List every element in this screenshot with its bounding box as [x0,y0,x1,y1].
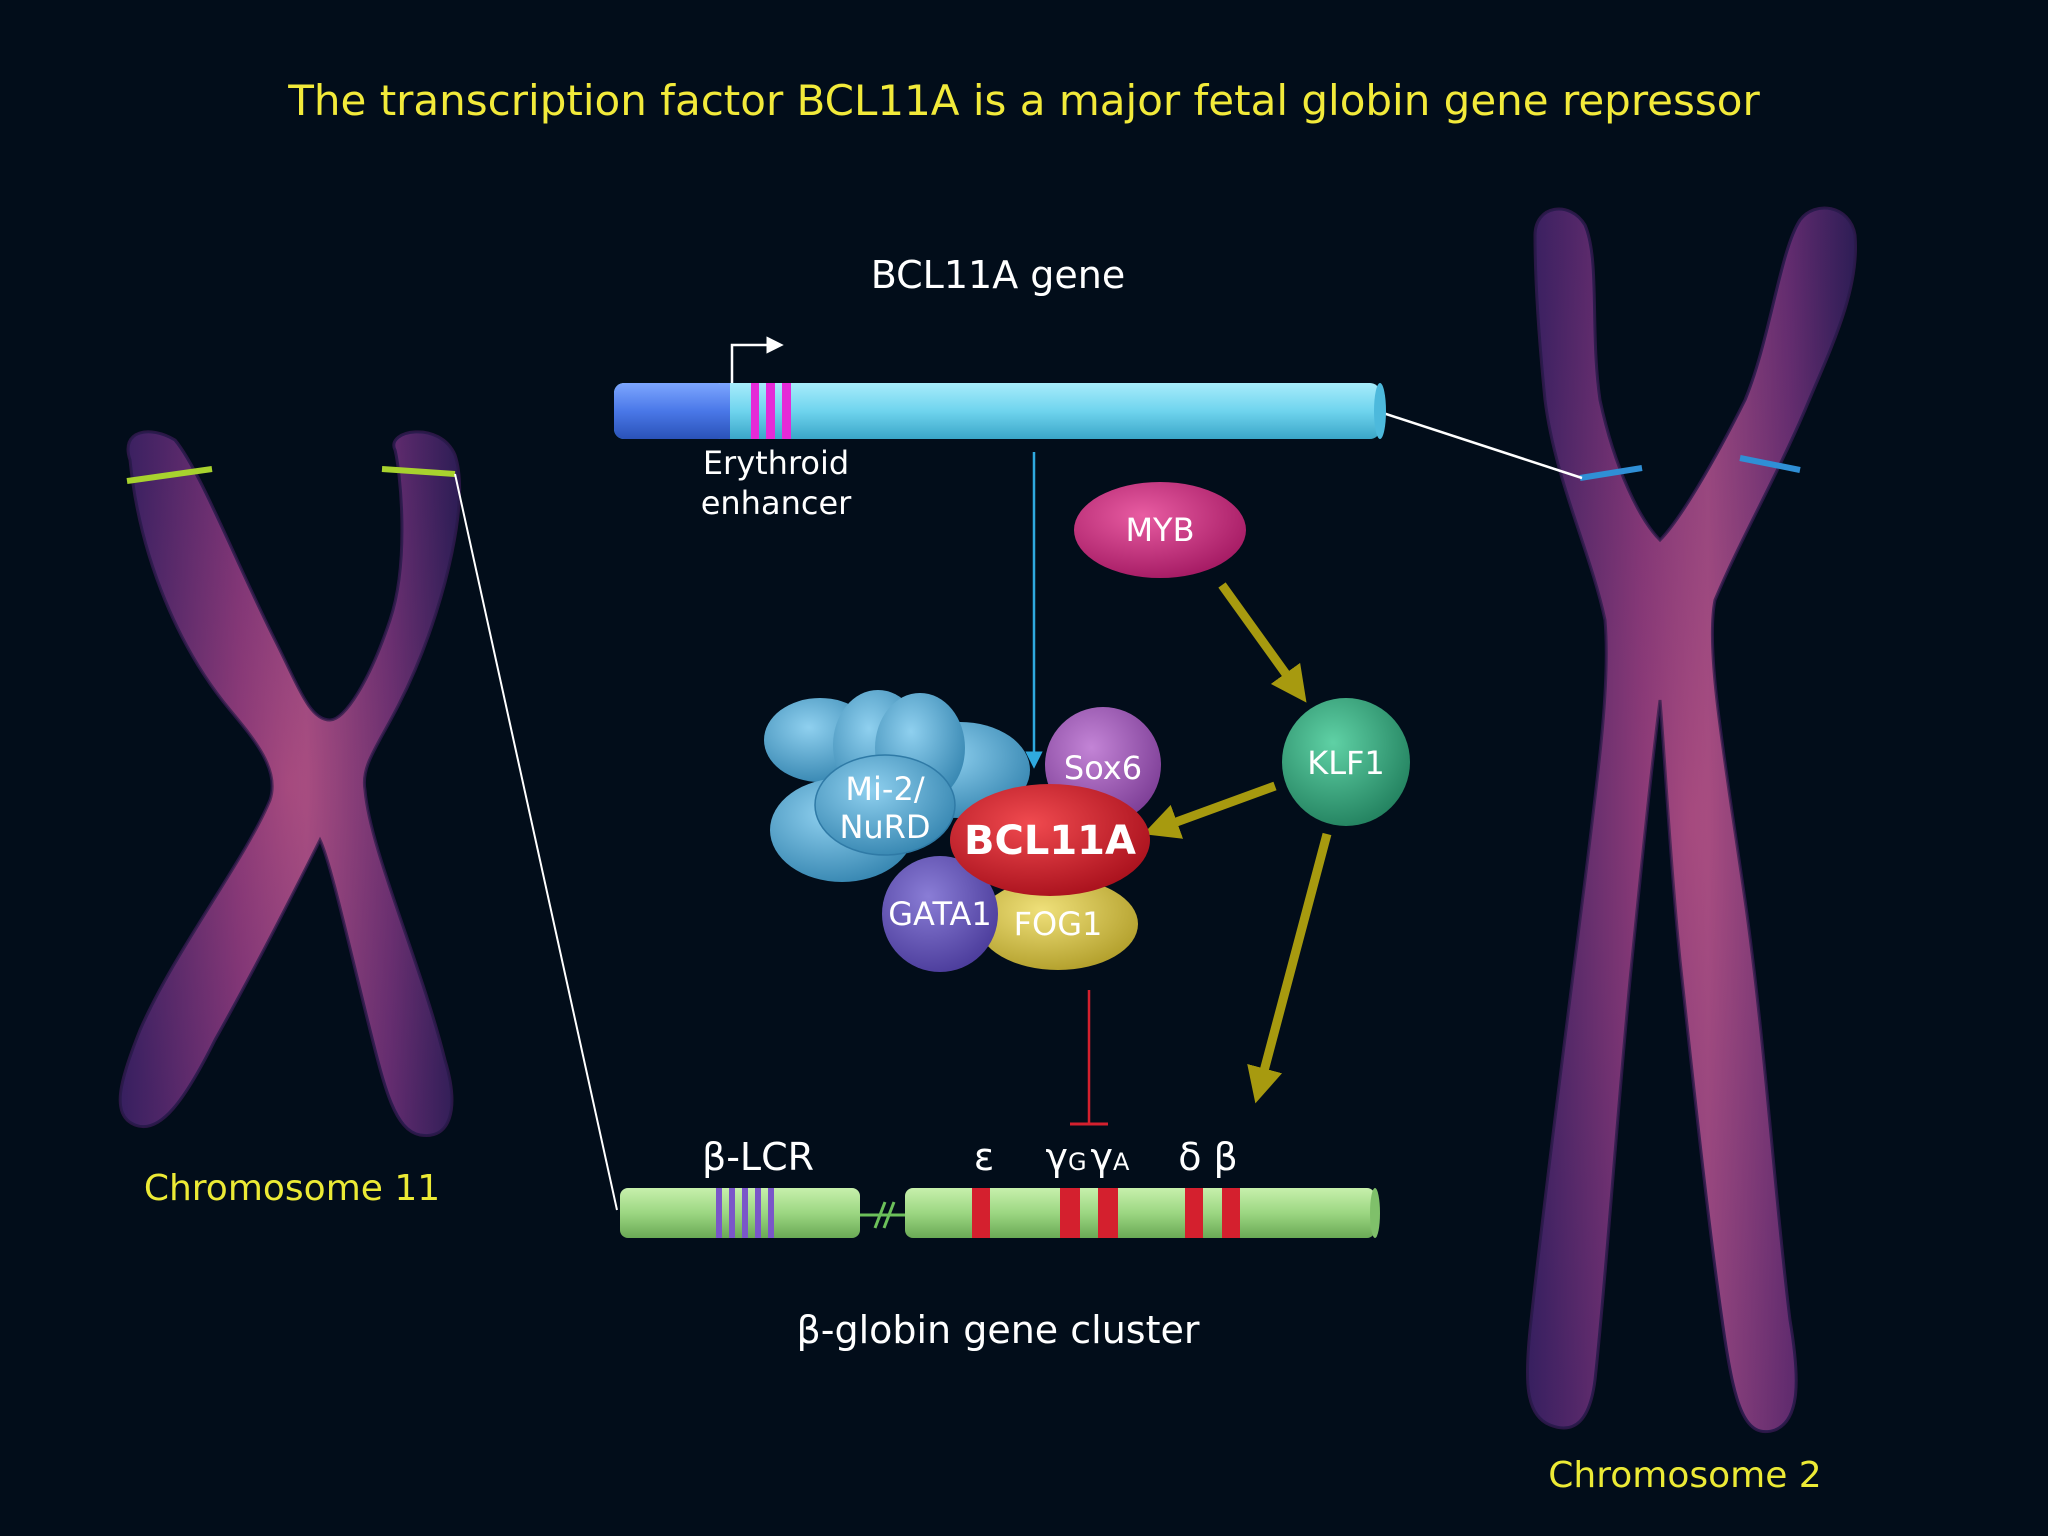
diagram-title: The transcription factor BCL11A is a maj… [287,76,1760,125]
gene-band-gamma-g [1060,1188,1080,1238]
enhancer-band-2 [766,383,775,439]
chromosome-11 [118,430,461,1138]
arrow-klf1-to-bcl11a [1143,781,1277,839]
cluster-break-mark [860,1201,905,1229]
node-fog1: FOG1 [978,878,1138,970]
label-gamma-g-symbol: γ [1045,1135,1068,1179]
enhancer-label-line1: Erythroid [703,444,849,482]
enhancer-band-1 [751,383,759,439]
label-gamma-g-sub: G [1068,1148,1087,1176]
gene-band-gamma-a [1098,1188,1118,1238]
connector-chr2-to-gene [1379,410,1583,480]
label-delta-beta: δ β [1178,1135,1238,1179]
enhancer-band-3 [782,383,791,439]
node-sox6-label: Sox6 [1064,749,1142,787]
enhancer-label-line2: enhancer [701,484,852,522]
chr11-band-right [381,466,456,477]
node-gata1: GATA1 [882,856,998,972]
node-myb: MYB [1074,482,1246,578]
node-nurd-label-line2: NuRD [839,808,930,846]
label-epsilon: ε [974,1135,995,1179]
beta-globin-cluster-label: β-globin gene cluster [796,1308,1199,1352]
node-bcl11a-label: BCL11A [964,818,1136,864]
chromosome-2 [1525,206,1858,1434]
chr2-band-right [1739,455,1801,473]
gene-band-epsilon [972,1188,990,1238]
bcl11a-gene-bar [614,383,1386,439]
arrow-klf1-to-globin [1247,832,1332,1104]
node-nurd-complex: Mi-2/ NuRD [764,690,1030,882]
lcr-band-2 [729,1188,735,1238]
chr11-band-left [126,466,213,484]
label-gamma-a-symbol: γ [1091,1135,1114,1179]
label-gamma-a: γA [1091,1135,1131,1179]
chromosome-2-label: Chromosome 2 [1548,1455,1821,1496]
connector-chr11-to-cluster [454,473,618,1211]
node-fog1-label: FOG1 [1014,905,1103,943]
node-nurd-label-line1: Mi-2/ [845,770,924,808]
lcr-band-1 [716,1188,722,1238]
node-klf1-label: KLF1 [1307,744,1385,782]
node-klf1: KLF1 [1282,698,1410,826]
lcr-band-3 [742,1188,748,1238]
transcription-start-arrow [730,336,784,383]
arrow-myb-to-klf1 [1218,582,1307,703]
node-myb-label: MYB [1125,511,1194,549]
label-gamma-g: γG [1045,1135,1086,1179]
chromosome-11-label: Chromosome 11 [144,1168,440,1209]
chr2-band-left [1579,465,1643,481]
lcr-band-5 [768,1188,774,1238]
lcr-band-4 [755,1188,761,1238]
gene-band-beta [1222,1188,1240,1238]
node-bcl11a: BCL11A [950,784,1150,896]
bcl11a-gene-label: BCL11A gene [871,253,1126,297]
label-gamma-a-sub: A [1113,1148,1130,1176]
node-gata1-label: GATA1 [888,895,992,933]
gene-band-delta [1185,1188,1203,1238]
label-beta-lcr: β-LCR [702,1135,814,1179]
beta-globin-cluster-bar [620,1188,1380,1238]
